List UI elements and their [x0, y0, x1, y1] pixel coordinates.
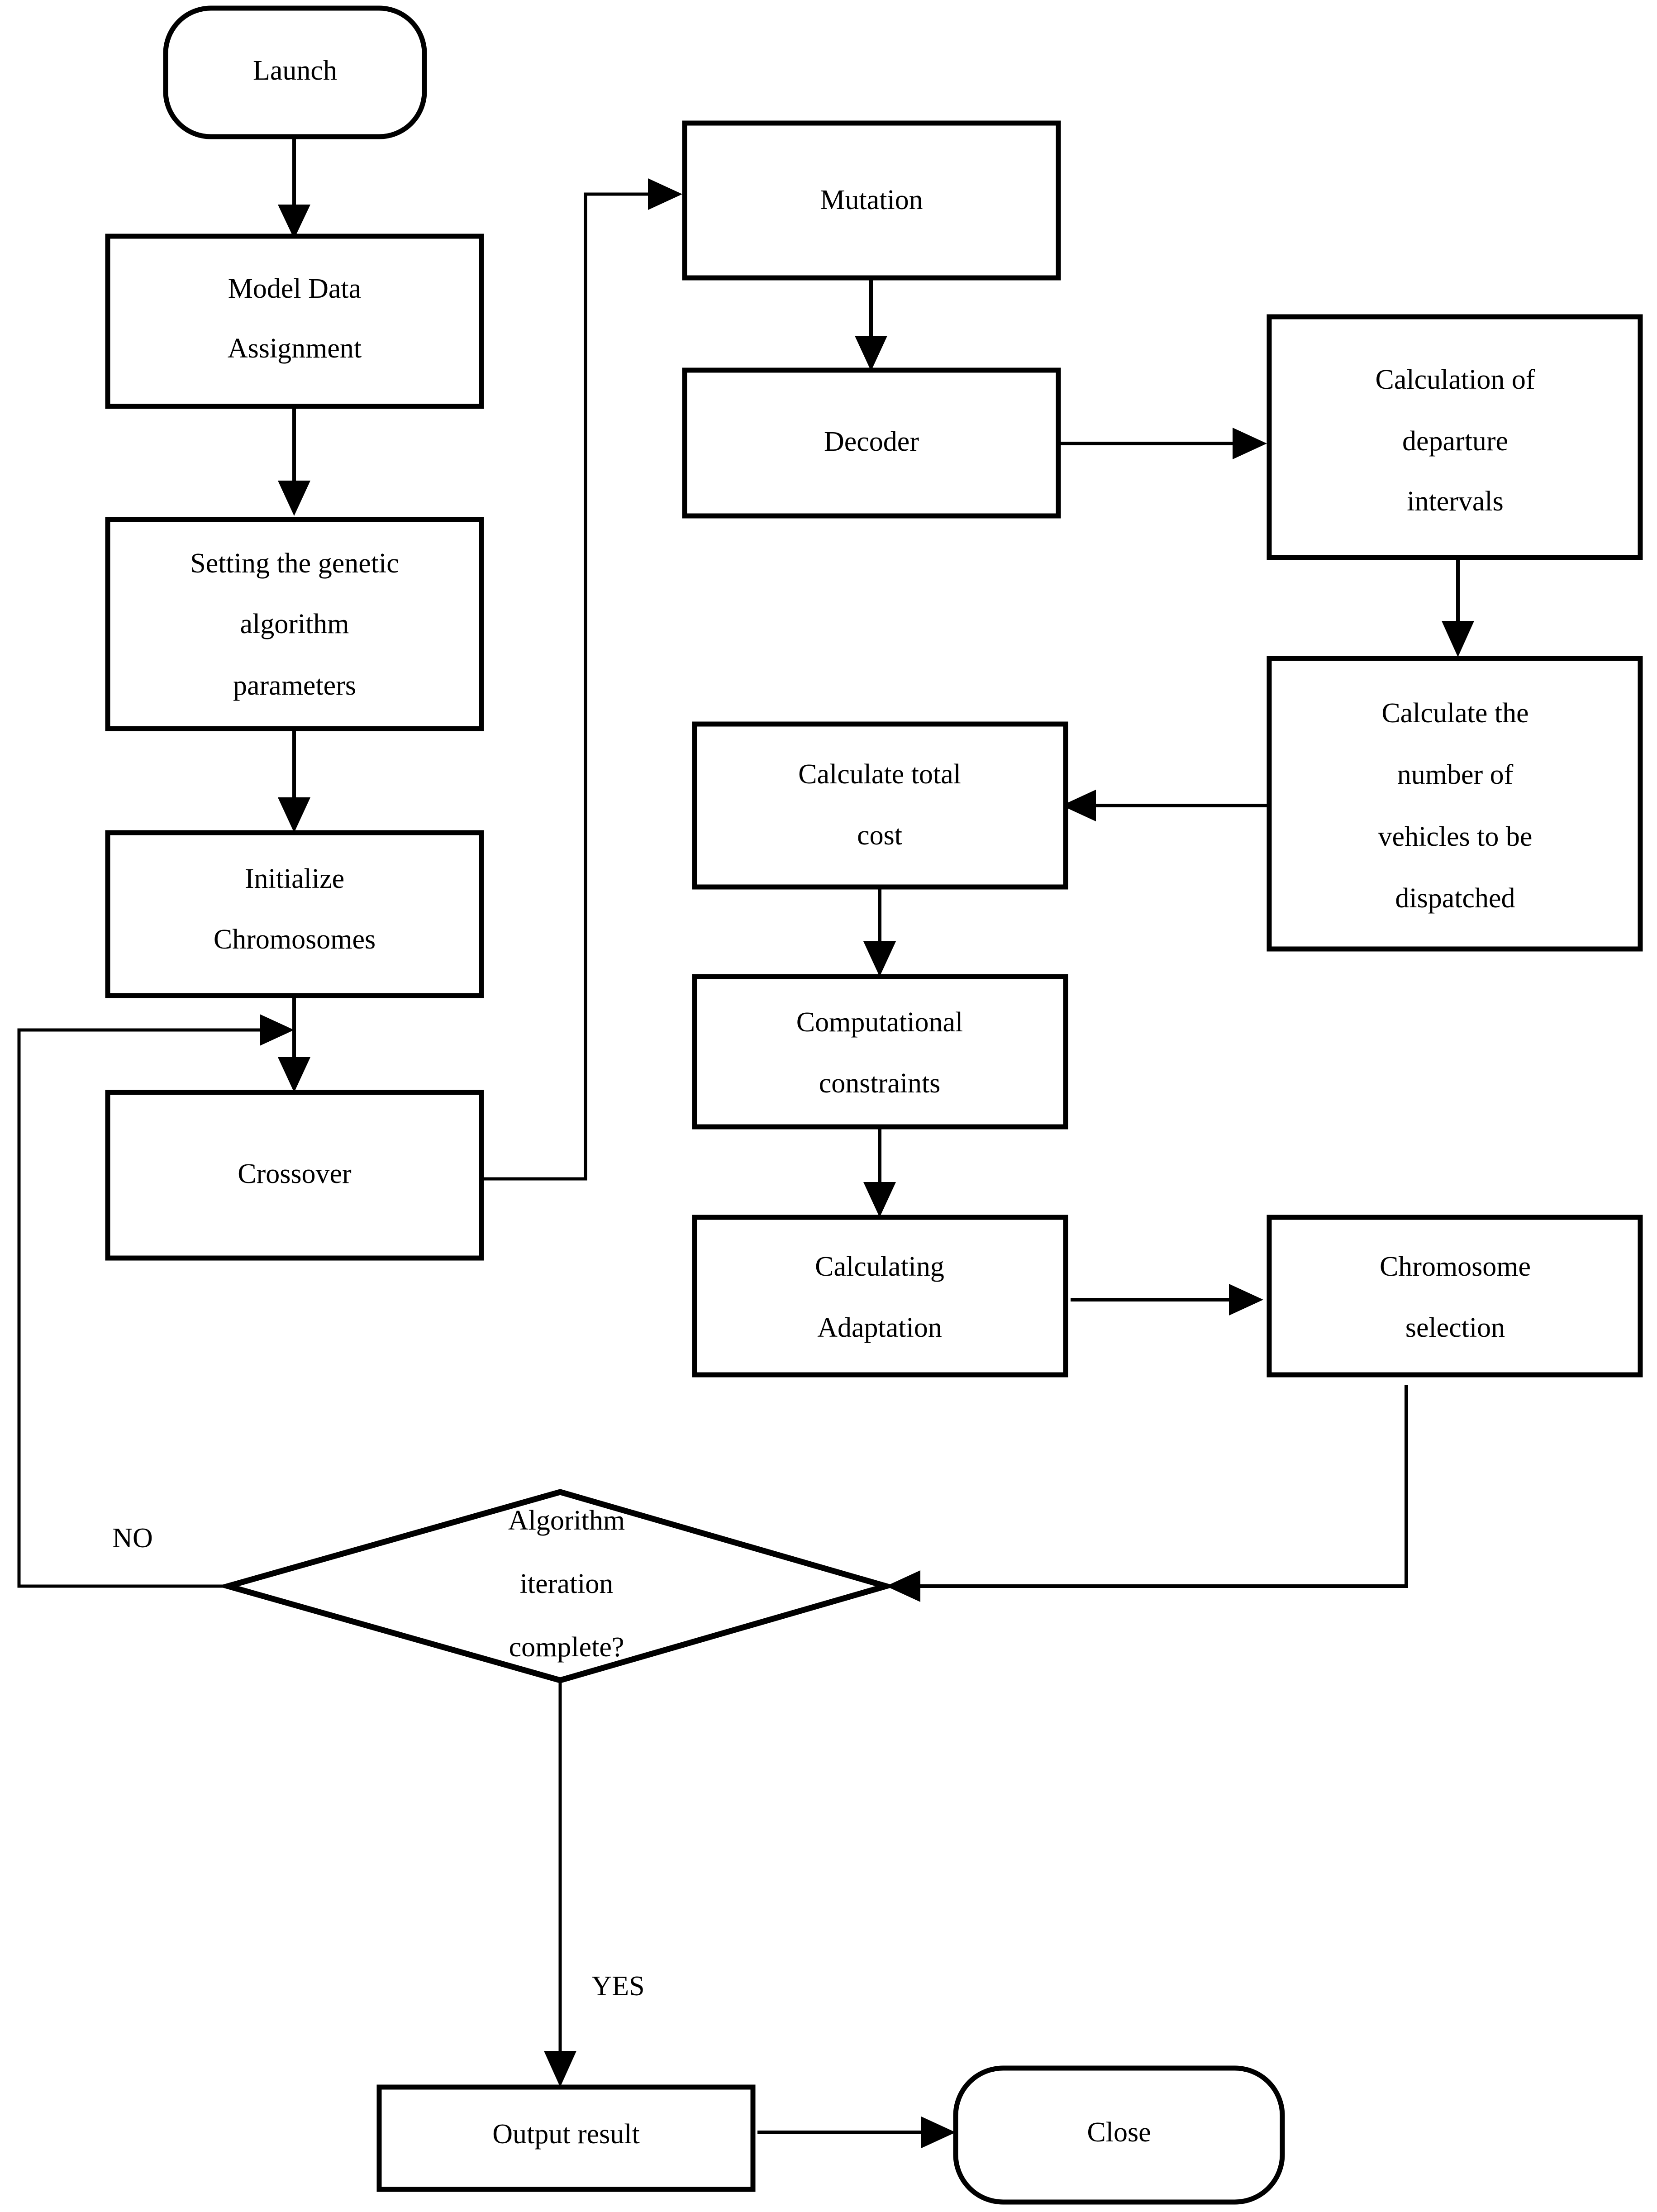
node-output-result-label: Output result [492, 2119, 639, 2150]
node-chromosome-selection-label-1: Chromosome [1380, 1251, 1531, 1282]
edge-output-to-close [757, 2117, 956, 2148]
node-initialize-chromosomes-label-2: Chromosomes [214, 924, 376, 955]
node-model-data-assignment[interactable]: Model Data Assignment [105, 234, 484, 409]
node-calculate-vehicles-dispatched-label-1: Calculate the [1381, 698, 1528, 729]
node-launch-label: Launch [253, 55, 337, 86]
node-crossover-label: Crossover [238, 1158, 352, 1189]
node-computational-constraints-label-1: Computational [796, 1007, 963, 1038]
node-setting-ga-parameters-label-1: Setting the genetic [190, 548, 399, 579]
node-chromosome-selection-label-2: selection [1405, 1312, 1505, 1343]
node-mutation[interactable]: Mutation [682, 120, 1061, 281]
edge-initialize-to-crossover [278, 996, 310, 1092]
node-calculate-vehicles-dispatched-label-3: vehicles to be [1378, 821, 1533, 852]
node-decision-label-2: iteration [520, 1568, 614, 1599]
node-calculate-vehicles-dispatched-label-4: dispatched [1395, 883, 1515, 914]
node-launch[interactable]: Launch [163, 5, 427, 139]
node-mutation-label: Mutation [820, 185, 923, 215]
node-initialize-chromosomes-label-1: Initialize [245, 863, 344, 894]
node-calculating-adaptation-label-2: Adaptation [817, 1312, 942, 1343]
node-calculating-adaptation-label-1: Calculating [815, 1251, 944, 1282]
node-output-result[interactable]: Output result [376, 2084, 756, 2192]
edge-launch-to-model-data [278, 137, 310, 239]
node-calculating-adaptation[interactable]: Calculating Adaptation [692, 1215, 1068, 1378]
edge-mutation-to-decoder [855, 277, 887, 371]
edge-total-cost-to-constraints [863, 887, 896, 977]
edge-chromosome-selection-to-decision [886, 1385, 1408, 1602]
node-decoder[interactable]: Decoder [682, 367, 1061, 519]
edge-setting-parameters-to-initialize [278, 729, 310, 833]
node-computational-constraints-label-2: constraints [819, 1068, 941, 1099]
node-decision-label-3: complete? [509, 1632, 624, 1663]
edge-vehicles-to-total-cost [1062, 790, 1267, 821]
node-calculate-vehicles-dispatched[interactable]: Calculate the number of vehicles to be d… [1267, 656, 1643, 952]
node-close[interactable]: Close [953, 2065, 1285, 2205]
node-chromosome-selection[interactable]: Chromosome selection [1267, 1215, 1643, 1378]
node-initialize-chromosomes[interactable]: Initialize Chromosomes [105, 830, 484, 998]
edge-decision-yes-to-output [544, 1680, 576, 2087]
node-model-data-assignment-label-2: Assignment [228, 333, 362, 364]
node-model-data-assignment-label-1: Model Data [228, 273, 361, 304]
edge-decision-no-to-crossover [17, 1014, 294, 1588]
node-decision-iteration-complete[interactable]: Algorithm iteration complete? [217, 1489, 897, 1683]
node-calculate-total-cost[interactable]: Calculate total cost [692, 721, 1068, 890]
node-setting-ga-parameters-label-3: parameters [233, 670, 356, 701]
node-calculation-departure-intervals-label-3: intervals [1407, 486, 1504, 517]
node-calculate-vehicles-dispatched-label-2: number of [1397, 759, 1514, 790]
node-calculation-departure-intervals-label-1: Calculation of [1376, 364, 1535, 395]
edge-crossover-to-mutation [482, 178, 682, 1181]
node-setting-ga-parameters-label-2: algorithm [240, 609, 349, 639]
node-decision-label-1: Algorithm [508, 1505, 625, 1536]
edge-label-yes: YES [591, 1971, 644, 2002]
node-calculation-departure-intervals-label-2: departure [1402, 426, 1508, 457]
edge-departure-intervals-to-vehicles [1442, 558, 1474, 657]
node-decoder-label: Decoder [824, 426, 919, 457]
node-close-label: Close [1087, 2117, 1151, 2148]
edge-decoder-to-departure-intervals [1057, 428, 1267, 459]
node-calculation-departure-intervals[interactable]: Calculation of departure intervals [1267, 314, 1643, 560]
node-computational-constraints[interactable]: Computational constraints [692, 974, 1068, 1130]
edge-adaptation-to-chromosome-selection [1071, 1284, 1263, 1316]
node-setting-ga-parameters[interactable]: Setting the genetic algorithm parameters [105, 517, 484, 731]
node-calculate-total-cost-label-2: cost [857, 820, 902, 851]
node-calculate-total-cost-label-1: Calculate total [798, 759, 961, 790]
node-crossover[interactable]: Crossover [105, 1090, 484, 1261]
edge-model-data-to-setting-parameters [278, 406, 310, 516]
edge-label-no: NO [112, 1523, 153, 1554]
edge-constraints-to-adaptation [863, 1127, 896, 1217]
